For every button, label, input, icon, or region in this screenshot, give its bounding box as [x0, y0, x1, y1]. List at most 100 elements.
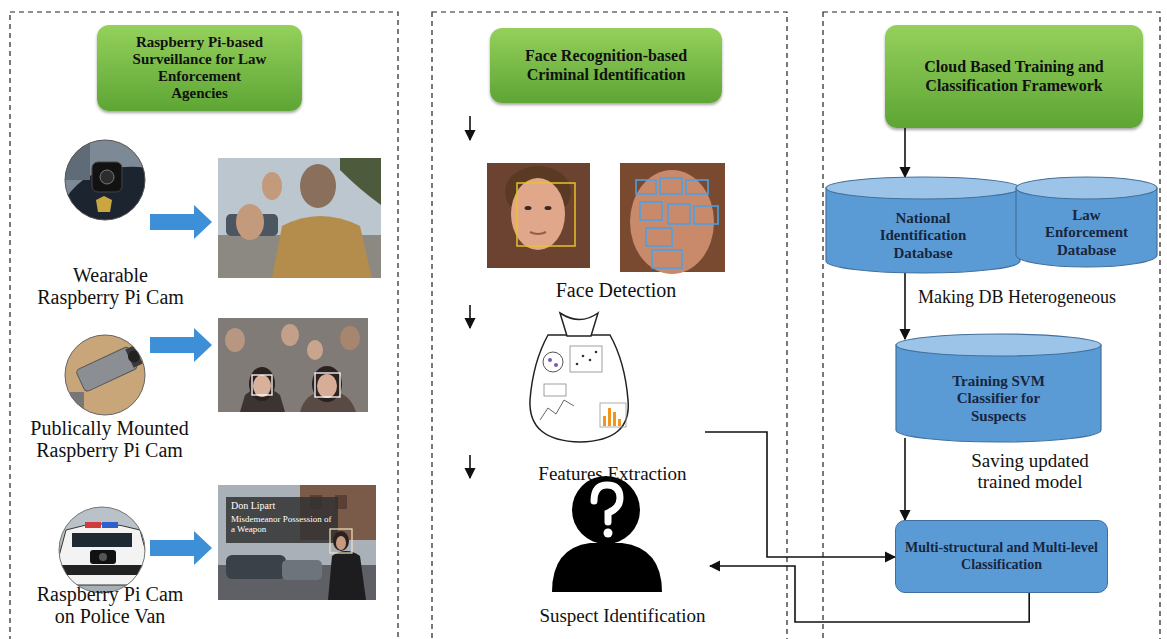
dashed-panel [10, 12, 1160, 639]
face-photo-part [652, 250, 682, 268]
bodycam-photo-part [218, 158, 381, 278]
face-photo-part [660, 178, 682, 194]
police-van-icon-part [55, 505, 150, 585]
suspect-silhouette-part [552, 543, 662, 592]
street-photo-part [226, 497, 338, 543]
mounted-cam-icon-part [126, 349, 142, 365]
feature-bag-icon-part [540, 400, 574, 420]
mounted-cam-icon [60, 335, 150, 415]
face-photo-part [668, 204, 690, 224]
feature-bag-icon-part [603, 416, 606, 426]
node-text: Cloud Based Training and Classification … [912, 58, 1117, 95]
crowd-photo-part [252, 375, 272, 395]
police-van-icon-part [58, 565, 148, 575]
feature-bag-icon-part [530, 335, 628, 442]
feature-bag-icon-part [613, 412, 616, 426]
face-photo [487, 163, 590, 268]
crowd-photo-part [249, 367, 275, 401]
police-van-icon [55, 505, 150, 593]
feature-bag-icon-part [554, 363, 558, 367]
feature-bag-icon-part [544, 384, 566, 396]
flow-arrow-part [469, 455, 471, 478]
header-box: Face Recognition-based Criminal Identifi… [490, 28, 722, 103]
node-text: Multi-structural and Multi-level Classif… [902, 540, 1101, 572]
crowd-photo-part [340, 326, 360, 350]
crowd-photo-part [315, 373, 340, 397]
cylinder-body [896, 345, 1101, 442]
mounted-cam-icon-part [60, 335, 150, 415]
arrow-note: Making DB Heterogeneous [918, 287, 1158, 307]
blue-arrow-part [150, 531, 212, 565]
blue-arrow-part [150, 205, 212, 239]
feature-bag-icon-part [595, 351, 598, 354]
face-photo-part [686, 180, 708, 194]
feature-bag-icon-part [600, 403, 626, 427]
flow-arrow-part [469, 305, 471, 328]
node-text: Face Recognition-based Criminal Identifi… [500, 47, 712, 84]
feature-bag-icon [530, 313, 628, 442]
flow-arrow-part [469, 116, 471, 140]
feature-bag-icon-part [543, 352, 563, 372]
header-box: Raspberry Pi-based Surveillance for Law … [97, 25, 302, 111]
cylinder-body [1016, 188, 1157, 267]
database-cylinder: Law Enforcement Database [1015, 176, 1158, 268]
crowd-photo-part [218, 318, 368, 412]
node-text: Law Enforcement Database [1034, 207, 1139, 259]
street-photo-part [336, 536, 346, 550]
face-photo-part [640, 202, 662, 220]
cylinder-top [896, 334, 1101, 356]
feature-bag-icon-part [548, 358, 552, 362]
mounted-cam-icon-part [65, 335, 145, 415]
dashed-panel-part [432, 12, 787, 639]
face-photo-part [545, 206, 552, 210]
camera-caption: Raspberry Pi Cam on Police Van [30, 583, 190, 628]
street-photo-part [218, 485, 376, 600]
bodycam-photo-part [300, 164, 336, 208]
face-photo-part [530, 232, 546, 234]
camera-caption: Wearable Raspberry Pi Cam [33, 264, 188, 309]
face-photo-part [646, 228, 672, 246]
wearable-cam-icon-part [92, 162, 122, 192]
step-node: Features Extraction [520, 308, 705, 488]
feature-bag-icon-part [582, 355, 585, 358]
cylinder-body [826, 188, 1020, 273]
flow-connector [904, 128, 906, 177]
bodycam-photo [218, 158, 381, 278]
feature-bag-icon-part [576, 363, 579, 366]
blue-arrow [150, 328, 212, 362]
bodycam-photo-part [340, 158, 381, 205]
face-photo-part [630, 170, 714, 274]
classifier-cylinder: Training SVM Classifier for Suspects [895, 333, 1102, 443]
wearable-cam-icon-part [65, 140, 145, 220]
database-cylinder: National Identification Database [825, 176, 1021, 274]
face-photo-part [636, 180, 656, 194]
wearable-cam-icon-part [60, 140, 90, 180]
cylinder-top [1016, 177, 1157, 199]
feature-bag-icon-part [589, 359, 592, 362]
mounted-cam-icon-part [75, 343, 144, 392]
flow-connector [705, 432, 895, 557]
step-node: Suspect Identification [535, 465, 710, 630]
feature-bag-icon-part [618, 419, 621, 426]
dashed-panel-part [823, 12, 1160, 639]
street-photo-part [282, 560, 322, 580]
wearable-cam-icon-part [60, 140, 150, 225]
street-photo-part [333, 531, 349, 551]
suspect-silhouette-part [594, 485, 620, 522]
cylinder-top [826, 177, 1020, 199]
node-text: National Identification Database [858, 210, 988, 262]
camera-caption: Publically Mounted Raspberry Pi Cam [22, 417, 197, 462]
suspect-silhouette [552, 476, 662, 592]
header-box: Cloud Based Training and Classification … [885, 25, 1143, 128]
police-van-icon-part [102, 522, 118, 528]
face-photo-part [517, 183, 575, 246]
suspect-silhouette-part [572, 476, 640, 544]
face-photo-part [511, 178, 565, 250]
face-photo-part [694, 206, 718, 224]
police-van-icon-part [59, 507, 145, 593]
crowd-photo-part [225, 328, 245, 352]
bodycam-photo-part [272, 216, 372, 278]
police-van-icon-part [58, 524, 148, 585]
flow-arrow [470, 116, 471, 478]
